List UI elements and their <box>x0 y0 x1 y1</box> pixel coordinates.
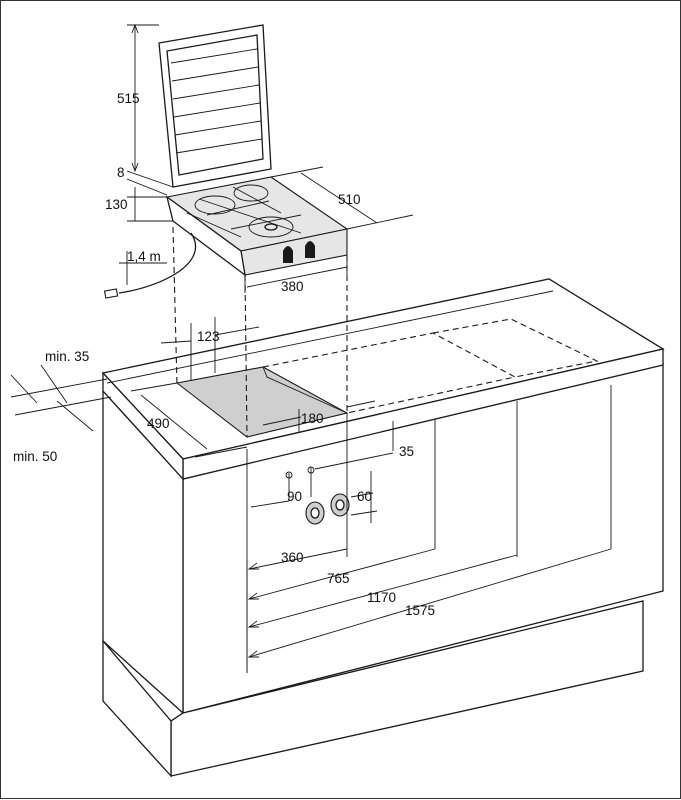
label-380: 380 <box>281 279 304 294</box>
dimension-labels: 515 8 130 510 1,4 m 380 123 min. 35 min.… <box>13 91 435 618</box>
label-1170: 1170 <box>367 590 396 605</box>
label-515: 515 <box>117 91 140 106</box>
label-60: 60 <box>357 489 372 504</box>
label-490: 490 <box>147 416 170 431</box>
dimension-lines <box>10 23 612 658</box>
lid-ribs <box>170 48 263 154</box>
label-510: 510 <box>338 192 361 207</box>
knob-recess-1 <box>283 246 293 263</box>
control-knobs <box>285 466 350 525</box>
label-cable: 1,4 m <box>127 249 161 264</box>
label-765: 765 <box>327 571 350 586</box>
label-360: 360 <box>281 550 304 565</box>
worktop-side-edge <box>102 371 184 481</box>
label-130: 130 <box>105 197 128 212</box>
plinth-side <box>102 639 172 778</box>
label-1575: 1575 <box>405 603 435 618</box>
label-123: 123 <box>197 329 220 344</box>
power-plug <box>103 288 119 299</box>
gas-cooktop <box>103 24 349 299</box>
kitchen-counter <box>101 278 665 778</box>
label-90: 90 <box>287 489 302 504</box>
knob-recess-2 <box>305 241 315 258</box>
label-min-35: min. 35 <box>45 349 89 364</box>
label-35: 35 <box>399 444 414 459</box>
label-min-50: min. 50 <box>13 449 57 464</box>
label-180: 180 <box>301 411 324 426</box>
burners <box>186 184 302 238</box>
power-cable <box>118 232 197 294</box>
projection-lines <box>172 226 348 557</box>
label-8: 8 <box>117 165 125 180</box>
